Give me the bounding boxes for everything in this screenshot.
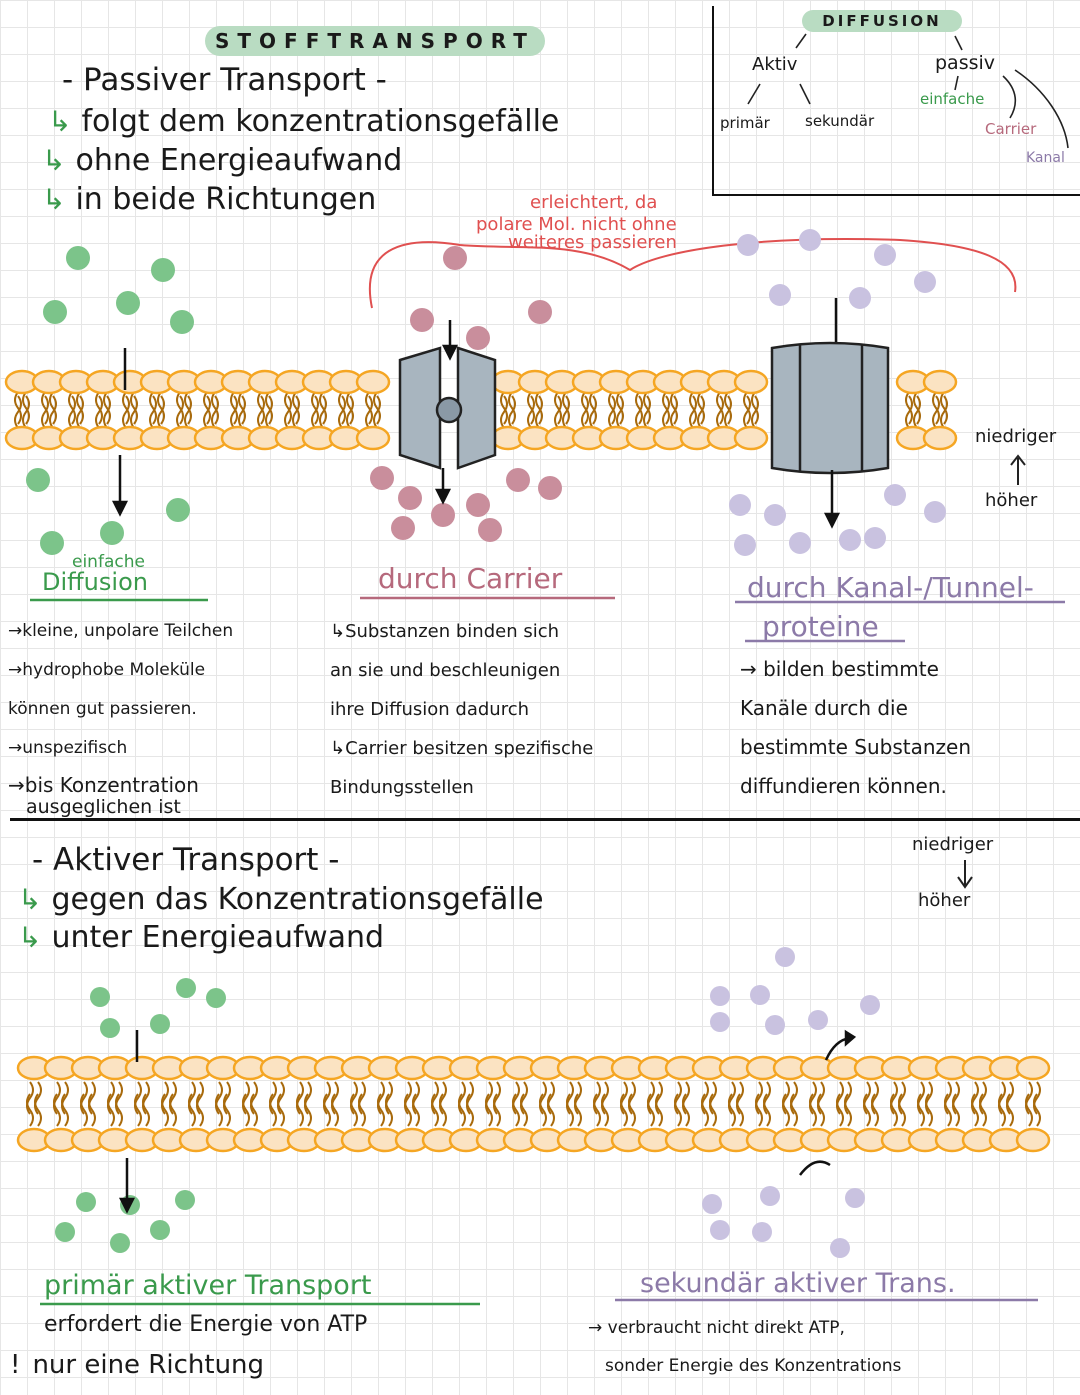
active-bullet-2: ↳unter Energieaufwand — [18, 920, 385, 955]
lavender-molecules-top — [729, 229, 946, 556]
membrane-top — [4, 369, 958, 451]
annotation-line-1: erleichtert, da — [530, 192, 658, 213]
bullet-arrow-icon: ↳ — [18, 921, 42, 954]
simple-notes: →kleine, unpolare Teilchen →hydrophobe M… — [8, 612, 233, 802]
channel-note-2: Kanäle durch die — [740, 696, 908, 720]
passive-bullet-2: ↳ohne Energieaufwand — [42, 143, 403, 178]
carrier-note-3: ihre Diffusion dadurch — [330, 699, 530, 720]
section-underlines — [30, 596, 1065, 1306]
carrier-notes: ↳Substanzen binden sich an sie und besch… — [330, 612, 593, 807]
primary-active-label: primär aktiver Transport — [44, 1270, 372, 1301]
simple-diffusion-label-small: einfache — [72, 552, 145, 572]
primary-note-2: !nur eine Richtung — [10, 1350, 265, 1380]
flow-arrows — [111, 298, 857, 1214]
gradient-bottom-high: höher — [918, 890, 971, 911]
gradient-arrows — [957, 454, 1026, 889]
annotation-brace — [369, 238, 1017, 309]
carrier-note-4: ↳Carrier besitzen spezifische — [330, 738, 594, 759]
gradient-bottom-low: niedriger — [912, 834, 994, 855]
simple-note-4: →unspezifisch — [8, 738, 128, 758]
passive-bullet-1: ↳folgt dem konzentrationsgefälle — [48, 104, 560, 139]
channel-note-4: diffundieren können. — [740, 774, 947, 798]
channel-notes: → bilden bestimmte Kanäle durch die best… — [740, 650, 971, 806]
channel-label-1: durch Kanal-/Tunnel- — [747, 571, 1034, 604]
diffusion-carrier: Carrier — [985, 120, 1037, 138]
rose-molecules — [370, 246, 562, 542]
lavender-molecules-bottom — [702, 947, 880, 1258]
green-molecules-top — [26, 246, 194, 555]
active-bullet-1: ↳gegen das Konzentrationsgefälle — [18, 882, 544, 917]
section-divider — [10, 818, 1080, 821]
channel-label-2: proteine — [762, 610, 879, 643]
simple-note-6: ausgeglichen ist — [26, 796, 181, 818]
channel-note-3: bestimmte Substanzen — [740, 735, 972, 759]
active-heading: - Aktiver Transport - — [32, 842, 340, 878]
carrier-note-2: an sie und beschleunigen — [330, 660, 561, 681]
diffusion-tree-lines — [747, 33, 1069, 149]
diffusion-passiv: passiv — [935, 52, 996, 74]
annotation-line-3: weiteres passieren — [508, 232, 677, 253]
simple-note-1: →kleine, unpolare Teilchen — [8, 621, 234, 641]
bullet-arrow-icon: ↳ — [42, 144, 66, 177]
channel-note-1: → bilden bestimmte — [740, 657, 939, 681]
diffusion-primaer: primär — [720, 114, 770, 132]
bullet-arrow-icon: ↳ — [48, 105, 72, 138]
gradient-top-high: höher — [985, 490, 1038, 511]
bullet-arrow-icon: ↳ — [18, 883, 42, 916]
passive-bullet-3: ↳in beide Richtungen — [42, 182, 377, 217]
channel-protein — [770, 341, 890, 475]
carrier-label: durch Carrier — [378, 562, 563, 595]
simple-note-5: →bis Konzentration — [8, 773, 199, 797]
bullet-arrow-icon: ↳ — [42, 183, 66, 216]
diffusion-aktiv: Aktiv — [752, 54, 798, 75]
passive-heading: - Passiver Transport - — [62, 62, 387, 98]
diffusion-box-title: DIFFUSION — [802, 10, 962, 32]
primary-note-1: erfordert die Energie von ATP — [44, 1312, 368, 1337]
diffusion-kanal: Kanal — [1026, 150, 1065, 166]
simple-note-3: können gut passieren. — [8, 699, 197, 719]
carrier-note-1: ↳Substanzen binden sich — [330, 621, 560, 642]
diffusion-einfache: einfache — [920, 90, 985, 108]
annotation-line-2: polare Mol. nicht ohne — [476, 214, 677, 235]
carrier-protein — [398, 346, 497, 470]
simple-note-2: →hydrophobe Moleküle — [8, 660, 206, 680]
membrane-bottom — [16, 1055, 1051, 1153]
secondary-active-label: sekundär aktiver Trans. — [640, 1268, 956, 1299]
gradient-top-low: niedriger — [975, 426, 1057, 447]
warning-icon: ! — [10, 1350, 21, 1380]
simple-diffusion-label: Diffusion — [42, 568, 148, 596]
secondary-note-2: sonder Energie des Konzentrations — [605, 1356, 902, 1376]
page-title: STOFFTRANSPORT — [205, 26, 545, 56]
diffusion-sekundaer: sekundär — [805, 112, 875, 130]
diffusion-overview-box — [712, 6, 1080, 196]
secondary-note-1: → verbraucht nicht direkt ATP, — [588, 1318, 845, 1338]
carrier-note-5: Bindungsstellen — [330, 777, 474, 798]
